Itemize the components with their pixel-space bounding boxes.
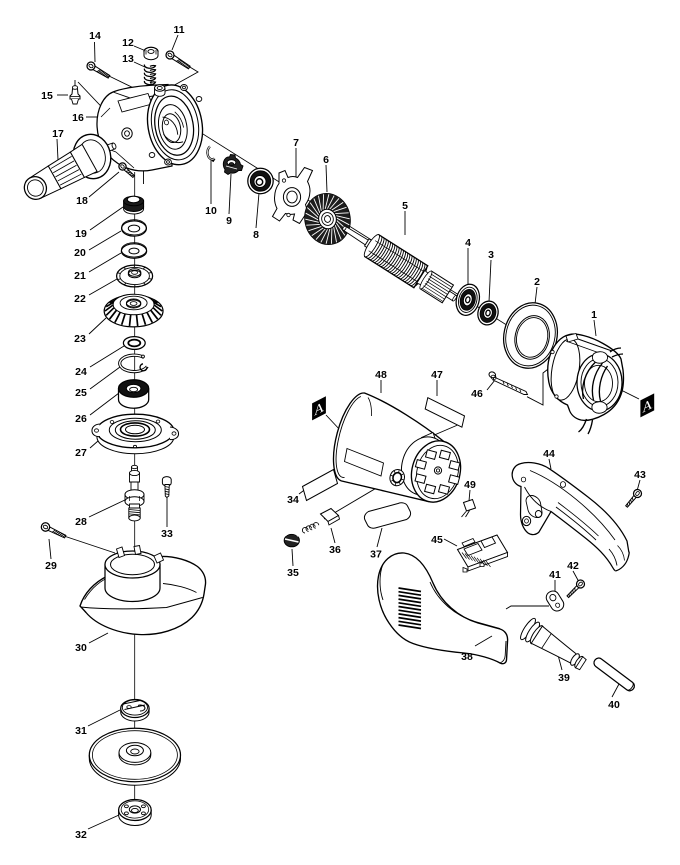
svg-text:25: 25 — [75, 387, 87, 399]
svg-text:45: 45 — [431, 534, 443, 546]
svg-text:34: 34 — [287, 494, 299, 506]
svg-text:48: 48 — [375, 369, 387, 381]
svg-text:38: 38 — [461, 651, 473, 663]
svg-text:27: 27 — [75, 447, 87, 459]
svg-text:2: 2 — [534, 276, 540, 288]
svg-text:7: 7 — [293, 137, 299, 149]
svg-text:36: 36 — [329, 544, 341, 556]
svg-text:31: 31 — [75, 725, 87, 737]
svg-text:3: 3 — [488, 249, 494, 261]
svg-text:21: 21 — [74, 270, 86, 282]
svg-text:28: 28 — [75, 516, 87, 528]
svg-text:26: 26 — [75, 413, 87, 425]
svg-text:8: 8 — [253, 229, 259, 241]
svg-text:40: 40 — [608, 699, 620, 711]
svg-text:5: 5 — [402, 200, 408, 212]
svg-text:17: 17 — [52, 128, 64, 140]
svg-text:47: 47 — [431, 369, 443, 381]
svg-text:15: 15 — [41, 90, 53, 102]
svg-text:A: A — [314, 399, 324, 419]
svg-text:29: 29 — [45, 560, 57, 572]
svg-text:9: 9 — [226, 215, 232, 227]
svg-text:43: 43 — [634, 469, 646, 481]
svg-text:4: 4 — [465, 237, 471, 249]
svg-text:42: 42 — [567, 560, 579, 572]
svg-text:33: 33 — [161, 528, 173, 540]
svg-text:10: 10 — [205, 205, 217, 217]
svg-text:39: 39 — [558, 672, 570, 684]
svg-text:24: 24 — [75, 366, 87, 378]
svg-text:37: 37 — [370, 549, 382, 561]
svg-text:12: 12 — [122, 37, 134, 49]
svg-text:11: 11 — [173, 24, 184, 36]
svg-text:19: 19 — [75, 228, 87, 240]
svg-text:46: 46 — [471, 388, 483, 400]
svg-text:41: 41 — [549, 569, 561, 581]
svg-text:A: A — [642, 396, 652, 416]
svg-text:16: 16 — [72, 112, 84, 124]
svg-text:35: 35 — [287, 567, 299, 579]
svg-text:6: 6 — [323, 154, 329, 166]
svg-text:44: 44 — [543, 448, 555, 460]
svg-text:32: 32 — [75, 829, 87, 841]
svg-text:30: 30 — [75, 642, 87, 654]
svg-text:14: 14 — [89, 30, 101, 42]
svg-text:1: 1 — [591, 309, 597, 321]
svg-text:23: 23 — [74, 333, 86, 345]
svg-text:20: 20 — [74, 247, 86, 259]
svg-text:22: 22 — [74, 293, 86, 305]
svg-text:13: 13 — [122, 53, 134, 65]
svg-text:49: 49 — [464, 479, 476, 491]
svg-text:18: 18 — [76, 195, 88, 207]
